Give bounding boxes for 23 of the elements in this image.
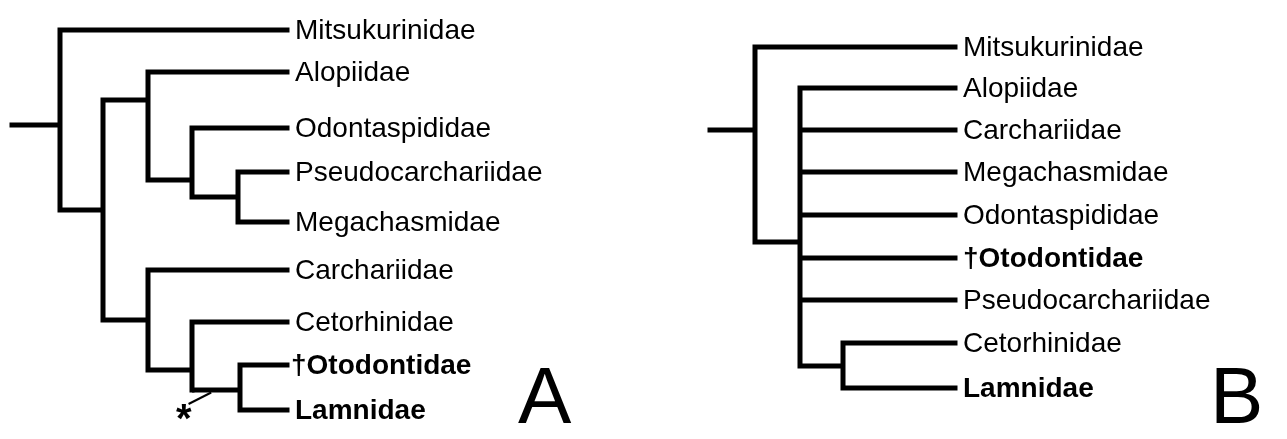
taxon-label: Lamnidae — [963, 374, 1094, 402]
branch-line — [192, 387, 240, 393]
panel-letter: B — [1210, 356, 1264, 436]
taxon-label: Mitsukurinidae — [295, 16, 476, 44]
taxon-label: Alopiidae — [963, 74, 1079, 102]
taxon-label: †Otodontidae — [291, 351, 472, 379]
taxon-label: Carchariidae — [295, 256, 454, 284]
taxon-label: Carchariidae — [963, 116, 1122, 144]
panel-letter: A — [518, 356, 572, 436]
taxon-label: Alopiidae — [295, 58, 411, 86]
asterisk-marker: * — [176, 398, 192, 438]
taxon-label: †Otodontidae — [963, 244, 1144, 272]
leader-line — [187, 391, 213, 405]
taxon-label: Cetorhinidae — [295, 308, 454, 336]
taxon-label: Lamnidae — [295, 396, 426, 424]
taxon-label: Cetorhinidae — [963, 329, 1122, 357]
taxon-label: Megachasmidae — [295, 208, 501, 236]
taxon-label: Pseudocarchariidae — [295, 158, 543, 186]
taxon-label: Odontaspididae — [295, 114, 492, 142]
taxon-label: Odontaspididae — [963, 201, 1160, 229]
taxon-label: Megachasmidae — [963, 158, 1169, 186]
taxon-label: Pseudocarchariidae — [963, 286, 1211, 314]
taxon-label: Mitsukurinidae — [963, 33, 1144, 61]
